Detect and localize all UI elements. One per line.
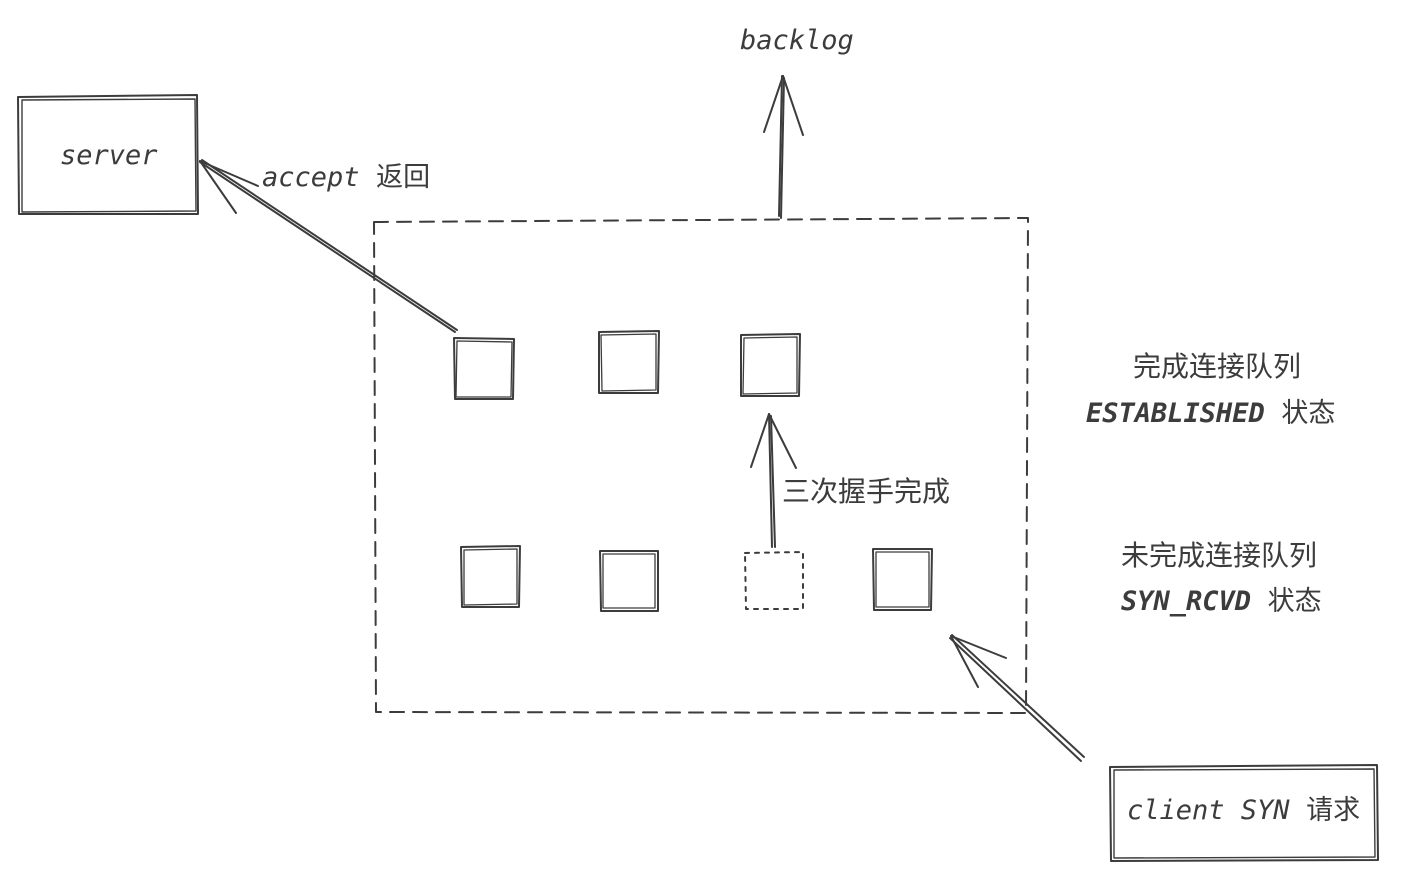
backlog-label: backlog	[740, 27, 854, 54]
completed-queue-text: 完成连接队列	[1133, 350, 1302, 383]
accept-suffix-text: 返回	[376, 162, 431, 193]
backlog-text: backlog	[740, 25, 854, 56]
established-suffix-text: 状态	[1281, 398, 1336, 429]
completed-queue	[453, 330, 801, 400]
accept-text: accept	[262, 162, 360, 193]
handshake-label: 三次握手完成	[782, 478, 950, 506]
server-text: server	[60, 140, 158, 171]
incomplete-item	[599, 550, 659, 612]
incomplete-item	[872, 548, 933, 611]
incomplete-item-pending	[744, 551, 804, 610]
completed-item	[453, 337, 515, 400]
synrcvd-text: SYN_RCVD	[1121, 586, 1252, 617]
accept-arrow	[199, 159, 458, 333]
backlog-container	[373, 217, 1029, 714]
established-text: ESTABLISHED	[1086, 398, 1265, 429]
incomplete-queue-label: 未完成连接队列	[1121, 542, 1317, 570]
server-box	[17, 94, 199, 215]
handshake-text: 三次握手完成	[782, 475, 951, 508]
synrcvd-label: SYN_RCVD 状态	[1121, 588, 1322, 615]
accept-label: accept 返回	[262, 164, 430, 191]
client-syn-arrow	[949, 634, 1085, 762]
incomplete-queue	[460, 545, 933, 612]
incomplete-item	[460, 545, 521, 608]
client-label: client SYN 请求	[1127, 797, 1360, 824]
handshake-arrow	[750, 413, 797, 548]
client-box	[1109, 764, 1379, 862]
client-suffix-text: 请求	[1306, 795, 1361, 826]
synrcvd-suffix-text: 状态	[1267, 586, 1322, 617]
backlog-arrow	[763, 75, 804, 219]
completed-item	[598, 330, 660, 394]
incomplete-queue-text: 未完成连接队列	[1121, 539, 1318, 572]
server-label: server	[60, 142, 158, 169]
client-text: client SYN	[1127, 795, 1290, 826]
completed-item	[740, 333, 801, 397]
completed-queue-label: 完成连接队列	[1133, 353, 1301, 381]
established-label: ESTABLISHED 状态	[1086, 400, 1335, 427]
